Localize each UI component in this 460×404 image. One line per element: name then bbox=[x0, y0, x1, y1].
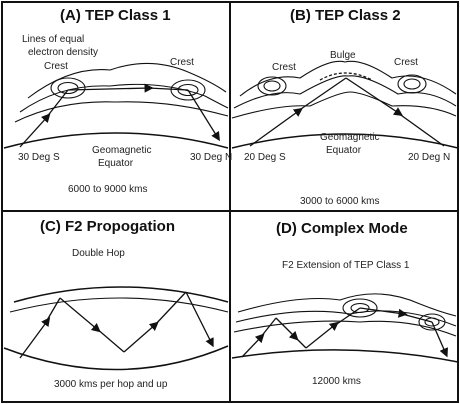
panel-d-earth-surface bbox=[231, 349, 459, 363]
panel-d-hop-up-2 bbox=[259, 317, 277, 339]
panel-c-hop1-up-2 bbox=[45, 297, 61, 323]
panel-b-crest-left-label: Crest bbox=[272, 62, 296, 73]
panel-c-title: (C) F2 Propogation bbox=[40, 218, 175, 235]
panel-b-ray-down bbox=[345, 77, 404, 117]
panel-a-crest-left-inner bbox=[57, 81, 79, 95]
panel-a-ray-across-2 bbox=[147, 87, 189, 91]
panel-d-crest-right-outer bbox=[418, 313, 446, 331]
panel-a-crest-left-outer bbox=[50, 77, 86, 99]
panel-c-hop1-down-2 bbox=[95, 327, 125, 353]
panel-c-distance: 3000 kms per hop and up bbox=[54, 379, 168, 390]
panel-d-crest-left-outer bbox=[342, 298, 378, 318]
panel-a-crest-right-outer bbox=[170, 79, 206, 101]
panel-c-mode-label: Double Hop bbox=[72, 248, 125, 259]
panel-a-geomagnetic-line2: Equator bbox=[98, 158, 134, 169]
panel-b-crest-left-outer bbox=[257, 76, 287, 96]
panel-b-earth-surface bbox=[231, 133, 459, 149]
panel-b-lat-right: 20 Deg N bbox=[408, 152, 450, 163]
panel-c-hop2-down bbox=[185, 291, 214, 348]
panel-d-crest-right-inner bbox=[424, 317, 440, 327]
panel-c-hop1-up bbox=[19, 317, 51, 359]
panel-a-earth-surface bbox=[3, 132, 229, 149]
panel-a-distance: 6000 to 9000 kms bbox=[68, 184, 148, 195]
panel-d-hop-down bbox=[275, 317, 299, 341]
panel-b-geomagnetic-line2: Equator bbox=[326, 145, 362, 156]
panel-b-crest-right-label: Crest bbox=[394, 57, 418, 68]
panel-d-tep-across-2 bbox=[401, 313, 433, 323]
panel-b-crest-left-inner bbox=[263, 80, 281, 92]
panel-d-tep-up-2 bbox=[333, 307, 361, 327]
panel-d-mode-label: F2 Extension of TEP Class 1 bbox=[282, 260, 410, 271]
panel-a-crest-left-label: Crest bbox=[44, 61, 68, 72]
panel-b-density-line-upper bbox=[239, 60, 457, 97]
panel-c-hop1-down bbox=[59, 297, 101, 333]
panel-b-ray-up bbox=[249, 107, 303, 147]
panel-a-geomagnetic-line1: Geomagnetic bbox=[92, 145, 151, 156]
panel-d-hop-up bbox=[241, 333, 265, 358]
panel-b-lat-left: 20 Deg S bbox=[244, 152, 286, 163]
panel-a-density-label-line1: Lines of equal bbox=[22, 34, 84, 45]
panel-b-ray-down-2 bbox=[397, 112, 445, 147]
panel-a-density-line-lower bbox=[14, 101, 229, 123]
panel-b-crest-right-outer bbox=[397, 74, 427, 94]
panel-a-ray-up-2 bbox=[45, 89, 69, 119]
panel-a-lat-right: 30 Deg N bbox=[190, 152, 232, 163]
panel-d-density-line-upper bbox=[237, 293, 457, 317]
panel-a-ray-down bbox=[187, 89, 220, 142]
panel-b-geomagnetic-line1: Geomagnetic bbox=[320, 132, 379, 143]
panel-d-density-line-middle bbox=[235, 310, 457, 327]
panel-c-hop2-up bbox=[123, 321, 159, 353]
panel-d-distance: 12000 kms bbox=[312, 376, 361, 387]
panel-d-tep-down bbox=[431, 321, 448, 358]
panel-b-title: (B) TEP Class 2 bbox=[290, 7, 401, 24]
panel-a-crest-right-label: Crest bbox=[170, 57, 194, 68]
panel-c-earth-surface bbox=[3, 345, 229, 371]
panel-d-hop-down-2 bbox=[293, 335, 307, 349]
panel-c: (C) F2 Propogation Double Hop 3000 kms p… bbox=[3, 218, 229, 390]
panel-a: (A) TEP Class 1 Lines of equal electron … bbox=[3, 7, 232, 195]
panel-b: (B) TEP Class 2 Bulge Crest Crest Geomag… bbox=[231, 7, 459, 207]
panel-c-ionosphere-upper bbox=[13, 286, 229, 303]
panel-b-crest-right-inner bbox=[403, 78, 421, 90]
panel-d-title: (D) Complex Mode bbox=[276, 220, 408, 237]
panel-b-density-line-lower bbox=[231, 91, 457, 119]
panel-b-bulge-label: Bulge bbox=[330, 50, 356, 61]
panel-a-lat-left: 30 Deg S bbox=[18, 152, 60, 163]
panel-a-title: (A) TEP Class 1 bbox=[60, 7, 171, 24]
panel-b-distance: 3000 to 6000 kms bbox=[300, 196, 380, 207]
panel-a-density-label-line2: electron density bbox=[28, 47, 98, 58]
panel-b-bulge-dashed bbox=[319, 72, 373, 81]
panel-a-density-line-upper bbox=[27, 62, 227, 99]
panel-d-crest-left-inner bbox=[350, 302, 370, 314]
panel-d: (D) Complex Mode F2 Extension of TEP Cla… bbox=[231, 220, 459, 387]
panel-a-ray-across bbox=[67, 83, 154, 93]
panel-a-ray-up bbox=[19, 113, 51, 148]
panel-d-tep-up bbox=[305, 321, 339, 349]
panel-c-hop2-up-2 bbox=[153, 291, 187, 327]
panel-b-ray-up-2 bbox=[297, 77, 347, 112]
panel-d-tep-across bbox=[359, 307, 408, 318]
panel-c-ionosphere-lower bbox=[9, 297, 229, 313]
